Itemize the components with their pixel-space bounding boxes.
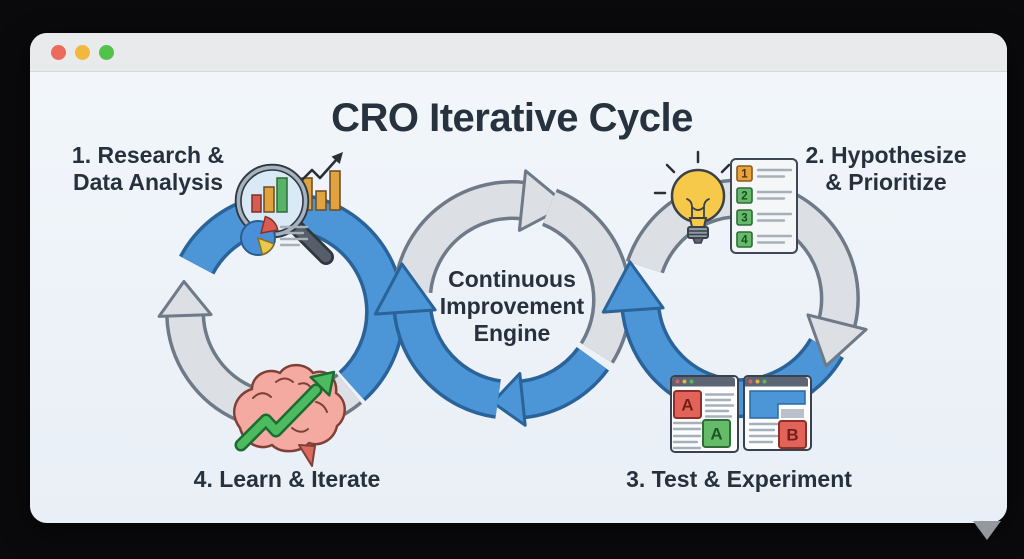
center-engine-line1: Continuous: [448, 266, 576, 292]
window-corner-tail: [973, 521, 1001, 540]
minimize-window-button[interactable]: [75, 44, 90, 60]
step-label-test: 3. Test & Experiment: [626, 466, 852, 492]
step-label-hypothesize-line1: 2. Hypothesize: [805, 142, 967, 168]
step-label-hypothesize-line2: & Prioritize: [825, 169, 947, 195]
step-label-research-line2: Data Analysis: [73, 169, 223, 195]
diagram-title: CRO Iterative Cycle: [331, 96, 693, 140]
center-engine-label: Continuous Improvement Engine: [402, 266, 622, 347]
window-titlebar: [30, 33, 1007, 72]
center-engine-line2: Improvement: [439, 293, 585, 319]
zoom-window-button[interactable]: [99, 44, 114, 60]
step-label-research: 1. Research & Data Analysis: [40, 142, 256, 196]
center-engine-line3: Engine: [473, 320, 551, 346]
step-label-hypothesize: 2. Hypothesize & Prioritize: [778, 142, 994, 196]
step-label-research-line1: 1. Research &: [71, 142, 225, 168]
step-label-learn: 4. Learn & Iterate: [193, 466, 381, 492]
close-window-button[interactable]: [51, 44, 66, 60]
